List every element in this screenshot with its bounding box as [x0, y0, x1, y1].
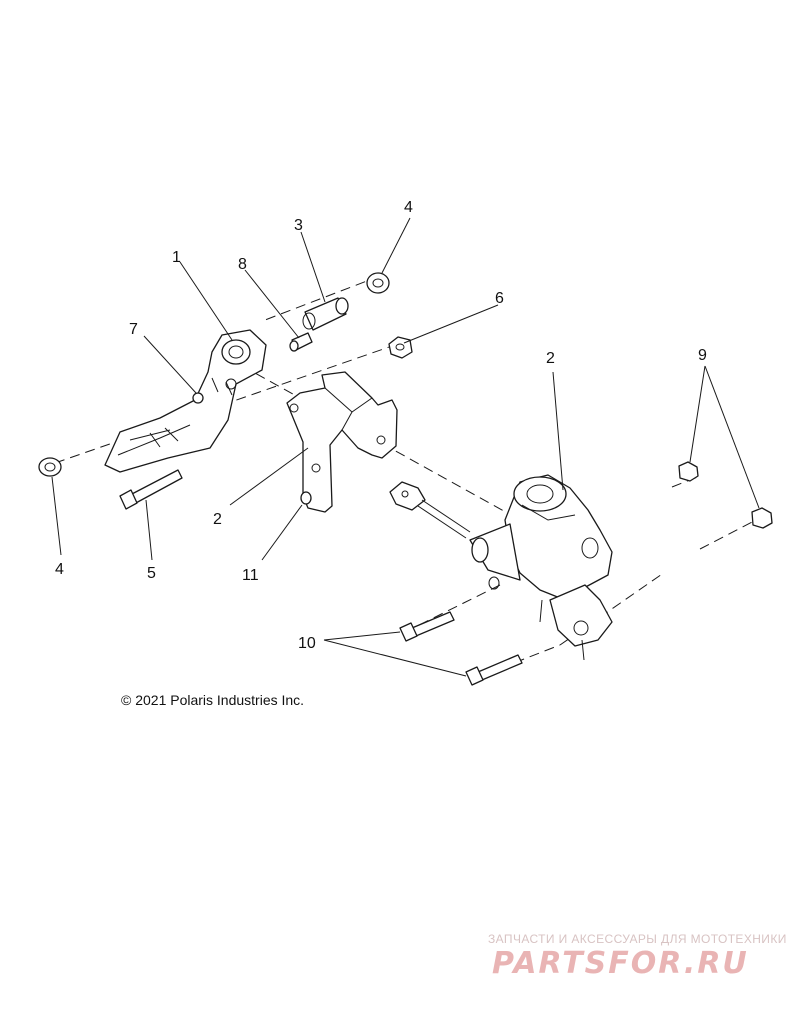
watermark-tagline: ЗАПЧАСТИ И АКСЕССУАРЫ ДЛЯ МОТОТЕХНИКИ — [488, 932, 787, 946]
callout-1: 1 — [172, 249, 181, 266]
callout-3: 3 — [294, 217, 303, 234]
part-7-fastener — [192, 392, 204, 404]
part-10-bolt-lower — [465, 654, 523, 686]
callout-labels: 1 8 3 4 6 7 2 9 2 4 5 11 10 — [55, 199, 707, 652]
callout-6: 6 — [495, 290, 504, 307]
part-11-nut — [300, 491, 312, 505]
part-2-master-cylinder — [469, 474, 613, 661]
part-9-nut-upper — [678, 461, 699, 482]
callout-7: 7 — [129, 321, 138, 338]
part-5-bolt — [119, 469, 183, 510]
part-9-nut-lower — [751, 507, 773, 529]
part-1-pedal-arm — [104, 329, 267, 473]
copyright-text: © 2021 Polaris Industries Inc. — [121, 692, 305, 708]
callout-10: 10 — [298, 635, 316, 652]
callout-9: 9 — [698, 347, 707, 364]
part-8-pin — [289, 332, 313, 352]
part-4-left-nut — [38, 457, 62, 477]
assembly-axes — [54, 275, 759, 681]
callout-11: 11 — [242, 567, 259, 584]
callout-8: 8 — [238, 256, 247, 273]
part-3-sleeve — [302, 297, 349, 331]
pushrod-clevis — [389, 481, 471, 539]
callout-4-left: 4 — [55, 561, 64, 578]
callout-2-master-cylinder: 2 — [546, 350, 555, 367]
callout-4-top: 4 — [404, 199, 413, 216]
leader-lines — [51, 217, 760, 677]
callout-2-bracket: 2 — [213, 511, 222, 528]
part-6-nut — [388, 336, 413, 359]
part-4-top-nut — [366, 272, 390, 294]
part-10-bolt-upper — [399, 611, 455, 642]
watermark-logo: PARTSFOR.RU — [492, 946, 749, 981]
part-2-bracket — [286, 371, 398, 513]
callout-5: 5 — [147, 565, 156, 582]
